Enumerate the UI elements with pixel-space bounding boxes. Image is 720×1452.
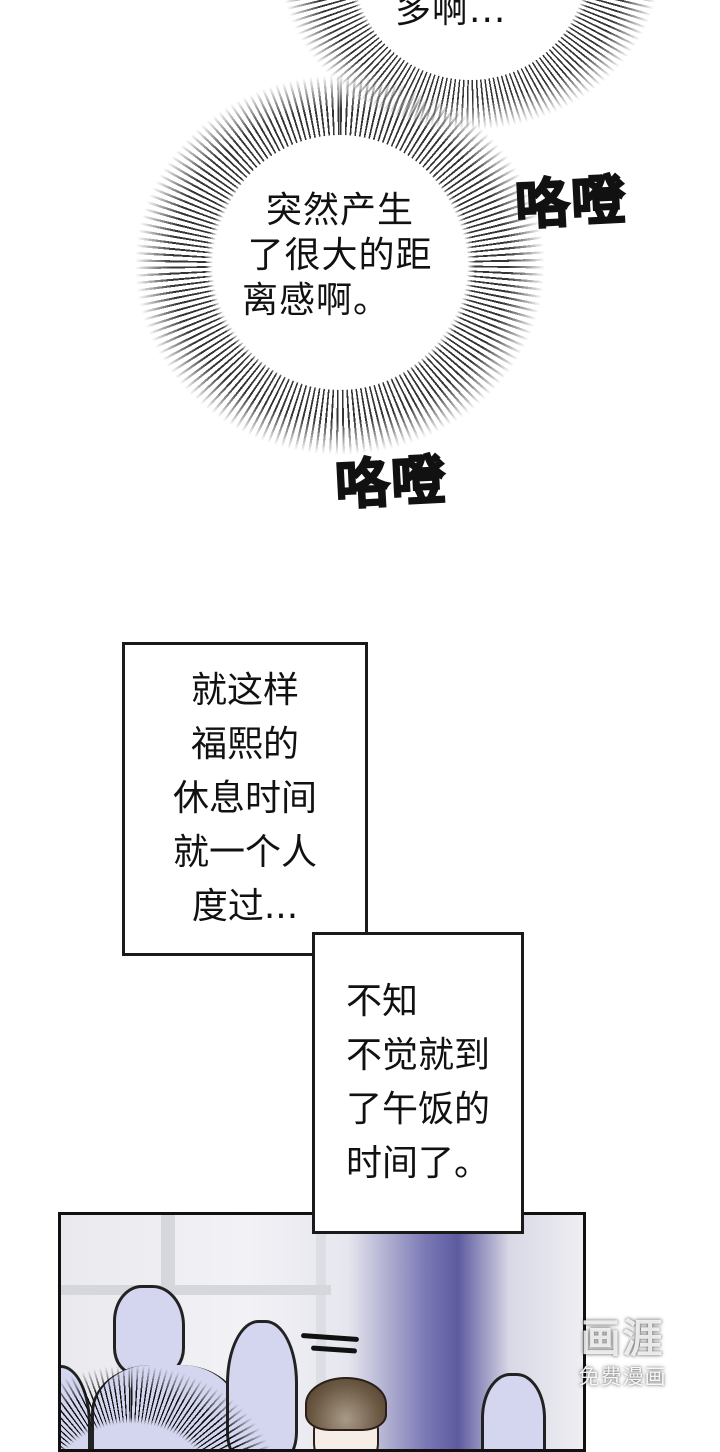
watermark-logo: 画涯: [580, 1316, 665, 1362]
character-hair: [305, 1377, 387, 1431]
motion-line: [300, 1332, 360, 1343]
narration-box-2: 不知 不觉就到 了午饭的 时间了。: [312, 932, 524, 1234]
background-person-4: [481, 1373, 546, 1449]
background-person-3: [226, 1320, 298, 1449]
watermark: 画涯 免费漫画: [560, 1315, 685, 1391]
sound-effect-bottom: 咯噔: [333, 447, 450, 518]
narration-text-2: 不知 不觉就到 了午饭的 时间了。: [345, 981, 490, 1184]
window-transom: [61, 1285, 331, 1295]
thought-bubble-middle-text: 突然产生 了很大的距 离感啊。: [242, 190, 433, 321]
narration-box-1: 就这样 福熙的 休息时间 就一个人 度过...: [122, 642, 368, 956]
window-edge: [316, 1215, 326, 1449]
narration-text-1: 就这样 福熙的 休息时间 就一个人 度过...: [172, 670, 317, 927]
thought-bubble-middle: [135, 75, 545, 455]
scene-panel: [58, 1212, 586, 1452]
watermark-subtitle: 免费漫画: [578, 1365, 667, 1389]
sound-effect-right: 咯噔: [513, 167, 630, 238]
background-person-2: [113, 1285, 185, 1375]
thought-bubble-top-text: 多啊...: [395, 0, 507, 31]
bubble-core: [215, 135, 465, 390]
